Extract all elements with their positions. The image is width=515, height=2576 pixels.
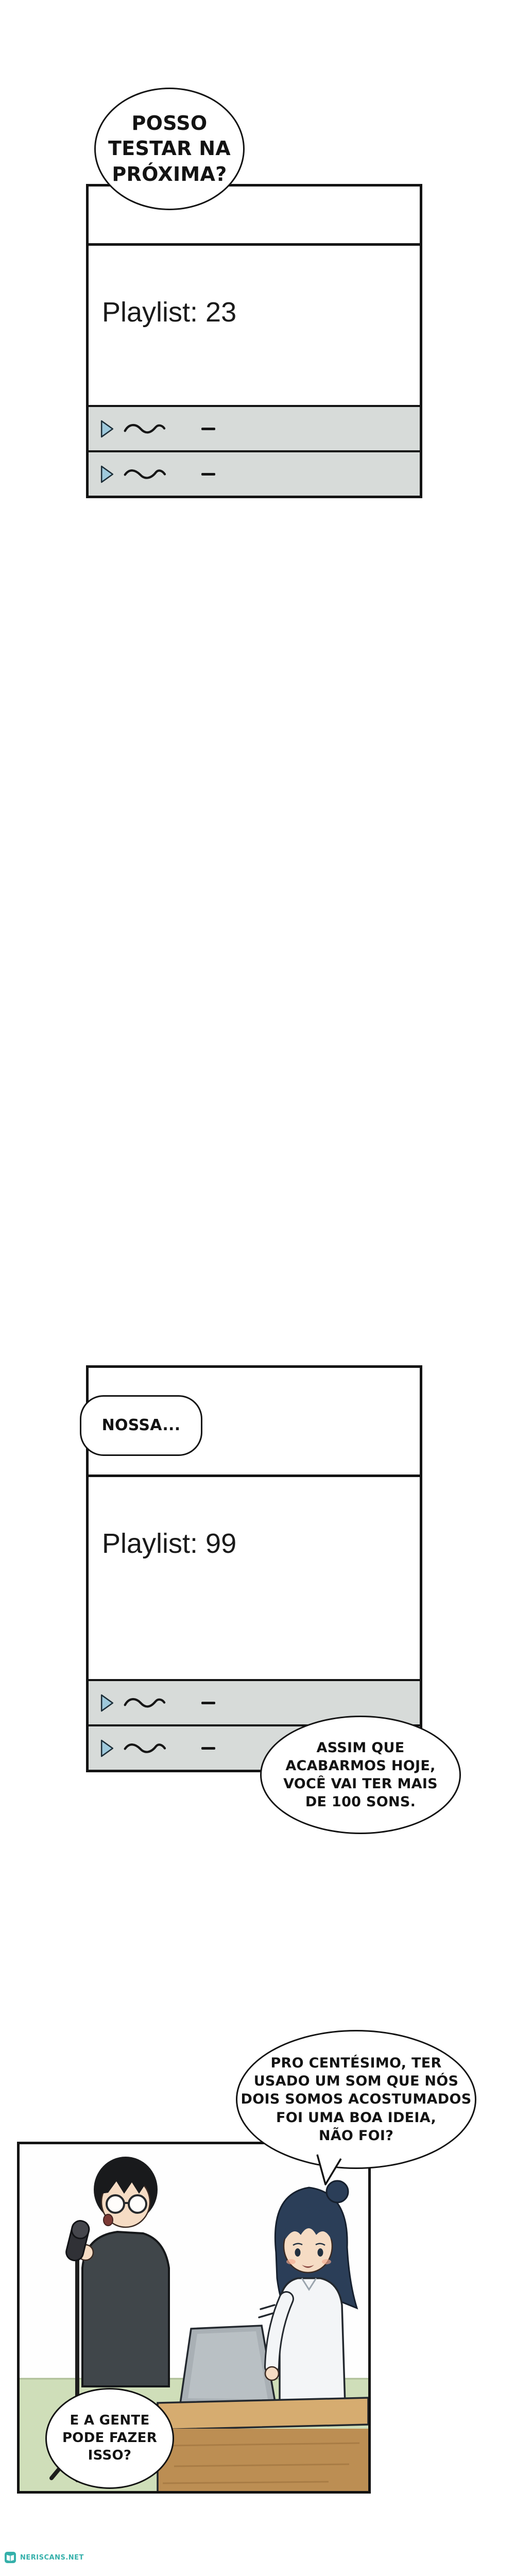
play-icon[interactable] [100,1739,114,1757]
speech-bubble-centesimo: PRO CENTÉSIMO, TER USADO UM SOM QUE NÓS … [236,2030,476,2169]
hand [264,2366,280,2381]
track-meta-dash [201,1747,215,1750]
bubble-line: VOCÊ VAI TER MAIS [283,1776,438,1792]
track-meta-dash [201,1701,215,1704]
scanlator-logo-icon [5,2552,16,2563]
track-row[interactable] [89,405,420,450]
bubble-line: ISSO? [88,2447,132,2463]
glasses-lens [106,2194,125,2214]
desk [157,2397,368,2491]
track-meta-dash [201,427,215,430]
bubble-line: NÃO FOI? [318,2127,394,2144]
glasses-lens [128,2194,147,2214]
bubble-line: USADO UM SOM QUE NÓS [253,2073,459,2090]
player-body: Playlist: 99 [89,1477,420,1679]
scanlator-site: NERISCANS.NET [20,2553,84,2562]
eye [295,2248,301,2257]
play-icon[interactable] [100,465,114,483]
bubble-line: PRO CENTÉSIMO, TER [270,2055,442,2072]
bubble-line: E A GENTE [70,2413,150,2429]
bubble-line: ASSIM QUE [316,1739,405,1756]
eye [317,2248,323,2257]
bubble-line: PODE FAZER [62,2430,158,2446]
playlist-count-label: Playlist: 23 [102,297,237,328]
track-title-scribble [124,423,166,433]
track-title-scribble [124,1698,166,1707]
bubble-line: FOI UMA BOA IDEIA, [276,2109,437,2126]
bubble-line: DE 100 SONS. [305,1794,416,1810]
track-meta-dash [201,472,215,476]
speech-bubble-gente: E A GENTE PODE FAZER ISSO? [45,2388,174,2489]
bubble-line: NOSSA... [101,1416,181,1434]
bubble-line: POSSO [131,111,208,134]
scanlator-watermark: NERISCANS.NET [4,2551,84,2564]
track-row[interactable] [89,450,420,496]
playlist-count-label: Playlist: 99 [102,1528,237,1559]
speech-bubble-tail [316,2154,342,2185]
play-icon[interactable] [100,420,114,438]
bubble-line: ACABARMOS HOJE, [285,1757,436,1774]
bubble-line: DOIS SOMOS ACOSTUMADOS [241,2091,472,2108]
player-body: Playlist: 23 [89,246,420,405]
smile [302,2265,314,2268]
track-title-scribble [124,1743,166,1753]
bubble-line: TESTAR NA [108,137,231,160]
microphone [65,2220,90,2262]
speech-bubble-assim: ASSIM QUE ACABARMOS HOJE, VOCÊ VAI TER M… [260,1716,461,1834]
play-icon[interactable] [100,1694,114,1712]
motion-marks [258,2304,276,2318]
speech-bubble-nossa: NOSSA... [80,1395,202,1456]
woman-character [264,2180,358,2405]
hair-bun [325,2180,349,2204]
track-title-scribble [124,469,166,479]
speech-bubble-posso: POSSO TESTAR NA PRÓXIMA? [94,88,245,210]
open-mouth [103,2214,113,2226]
music-player-panel-1: Playlist: 23 [86,184,422,498]
bubble-line: PRÓXIMA? [112,162,227,185]
laptop [179,2325,277,2405]
man-character [77,2157,170,2387]
